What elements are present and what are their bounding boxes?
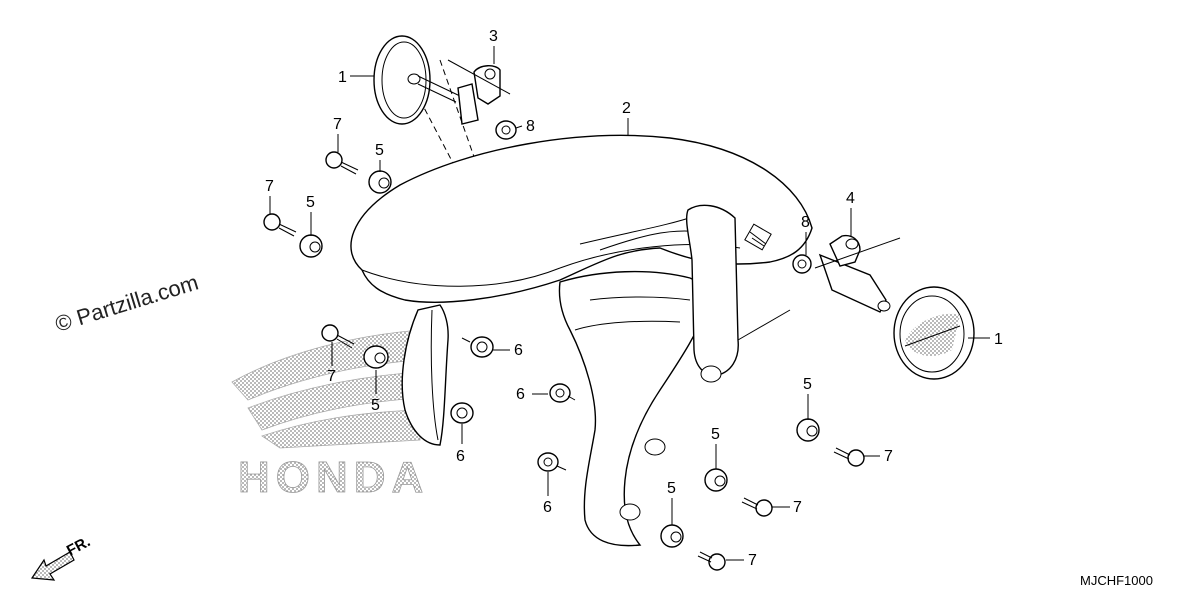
grommet	[299, 234, 323, 258]
collars	[450, 336, 576, 472]
callout-grommet: 5	[803, 376, 812, 393]
grommet	[660, 524, 684, 548]
callout-nut-right: 8	[801, 214, 810, 231]
bolt	[697, 551, 726, 571]
honda-wordmark: HONDA	[238, 453, 429, 502]
callout-collar: 6	[516, 386, 525, 403]
callout-labels: 1 1 2 3 4 5 5 5 5 5 5 5 6 6 6 6 7 7 7 7 …	[265, 28, 1003, 569]
grommet	[704, 468, 728, 492]
nut-right	[792, 254, 812, 274]
fork-bracket	[558, 270, 716, 547]
callout-stay-right: 4	[846, 190, 855, 207]
reflector-left	[373, 35, 461, 125]
collar	[537, 452, 567, 472]
callout-nut-left: 8	[526, 118, 535, 135]
callout-reflector-right: 1	[994, 331, 1003, 348]
nut-left	[495, 120, 517, 140]
callout-bolt: 7	[333, 116, 342, 133]
leader-lines	[269, 46, 990, 561]
honda-brand-watermark: HONDA	[231, 329, 429, 502]
bolts	[263, 151, 865, 571]
callout-reflector-left: 1	[338, 69, 347, 86]
callout-bolt: 7	[748, 552, 757, 569]
callout-grommet: 5	[375, 142, 384, 159]
fender-flap	[401, 304, 449, 446]
callout-bolt: 7	[265, 178, 274, 195]
bolt	[263, 213, 297, 237]
partzilla-watermark: © Partzilla.com	[52, 270, 201, 337]
callout-collar: 6	[514, 342, 523, 359]
callout-collar: 6	[543, 499, 552, 516]
callout-grommet: 5	[371, 397, 380, 414]
diagram-code: MJCHF1000	[1080, 573, 1153, 588]
front-arrow-icon	[30, 551, 75, 581]
callout-grommet: 5	[711, 426, 720, 443]
callout-grommet: 5	[667, 480, 676, 497]
reflector-right	[893, 286, 975, 380]
bolt	[325, 151, 359, 175]
front-fender	[350, 134, 813, 303]
callout-front-fender: 2	[622, 100, 631, 117]
callout-bolt: 7	[884, 448, 893, 465]
grommets	[299, 170, 820, 548]
callout-collar: 6	[456, 448, 465, 465]
grommet	[363, 345, 389, 369]
bolt	[321, 324, 355, 349]
grommet	[368, 170, 392, 194]
bolt	[741, 497, 773, 517]
fork-arm-right	[685, 204, 791, 383]
collar	[450, 402, 474, 424]
bolt	[833, 447, 865, 467]
grommet	[796, 418, 820, 442]
callout-stay-left: 3	[489, 28, 498, 45]
collar	[549, 383, 576, 403]
reflector-stay-right	[814, 234, 901, 313]
reflector-stay-left	[447, 59, 511, 125]
callout-bolt: 7	[327, 368, 336, 385]
collar	[461, 336, 494, 358]
callout-grommet: 5	[306, 194, 315, 211]
honda-wing-logo	[231, 329, 421, 449]
callout-bolt: 7	[793, 499, 802, 516]
front-direction-indicator: FR.	[30, 533, 93, 581]
